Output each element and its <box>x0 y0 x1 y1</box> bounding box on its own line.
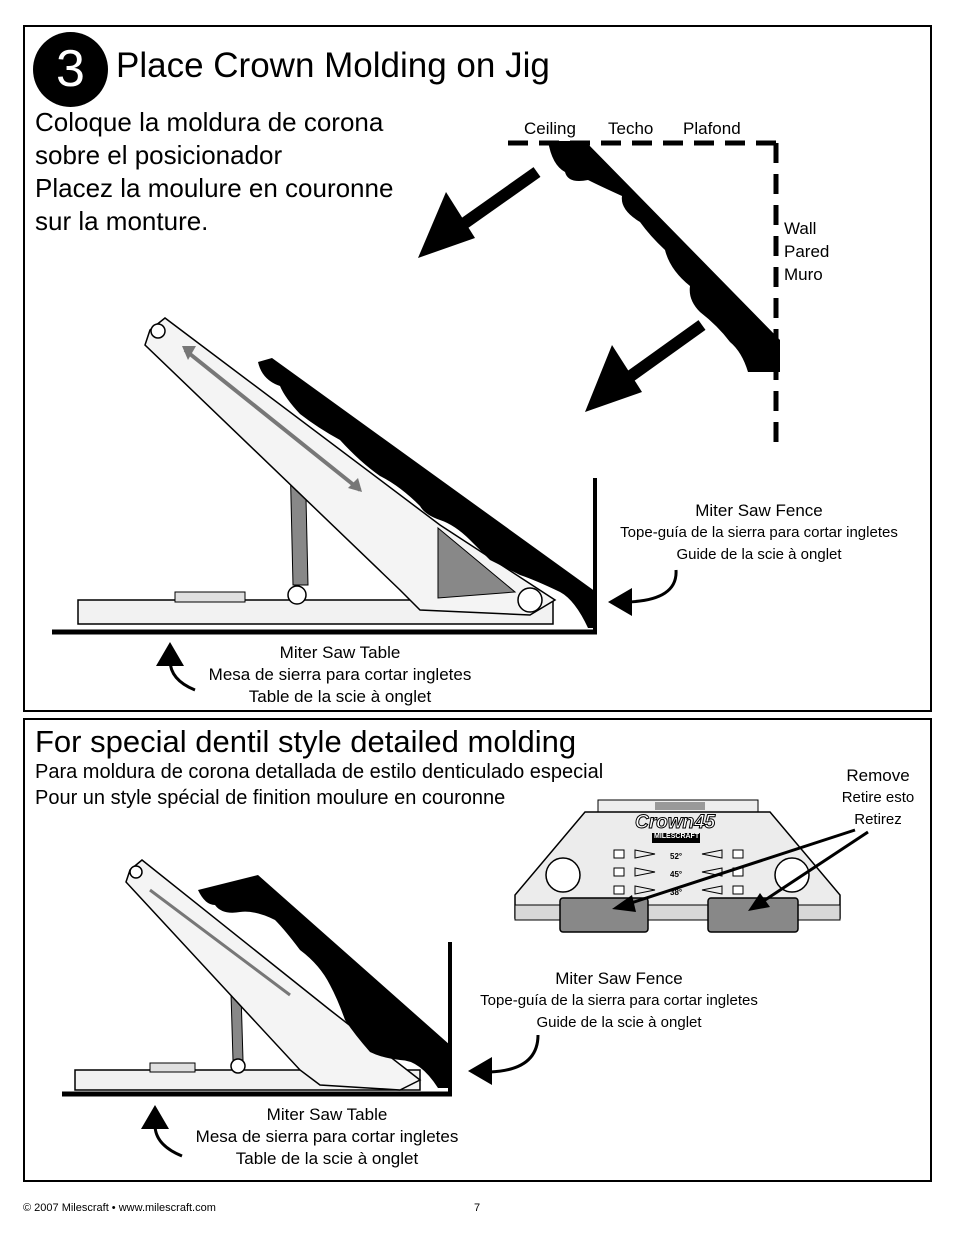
ceiling-label-fr: Plafond <box>683 119 741 138</box>
placement-arrow-icon <box>418 167 541 258</box>
jig-angle-markings: 52° 45° 38° <box>670 848 682 902</box>
wall-label-en: Wall <box>784 219 817 238</box>
remove-label-fr: Retirez <box>854 811 902 828</box>
crown-molding-profile <box>548 141 780 372</box>
table-label-es: Mesa de sierra para cortar ingletes <box>208 665 472 684</box>
subtitle-line: Para moldura de corona detallada de esti… <box>35 761 604 783</box>
jig-maker-logo: MILESCRAFT <box>654 833 700 840</box>
wall-labels: Wall Pared Muro <box>784 217 829 286</box>
fence-label-fr: Guide de la scie à onglet <box>536 1014 702 1031</box>
wall-label-es: Pared <box>784 242 830 261</box>
jig-angle: 38° <box>670 888 683 897</box>
fence-label-en: Miter Saw Fence <box>555 969 683 988</box>
table-label-fr: Table de la scie à onglet <box>248 687 432 706</box>
curved-arrow-icon <box>468 1034 540 1085</box>
curved-arrow-icon <box>608 569 678 616</box>
fence-label-group: Miter Saw Fence Tope-guía de la sierra p… <box>458 968 780 1034</box>
fence-label-en: Miter Saw Fence <box>695 501 823 520</box>
remove-label-en: Remove <box>846 766 910 785</box>
table-label-fr: Table de la scie à onglet <box>235 1149 419 1168</box>
table-label-group: Miter Saw Table Mesa de sierra para cort… <box>177 1104 477 1170</box>
subtitle-line: Pour un style spécial de finition moulur… <box>35 787 506 809</box>
subtitle-line: sobre el posicionador <box>35 140 283 170</box>
placement-arrow-icon <box>585 320 706 412</box>
fence-label-es: Tope-guía de la sierra para cortar ingle… <box>620 524 898 541</box>
step-title: Place Crown Molding on Jig <box>116 46 550 85</box>
jig-side-view <box>77 317 557 625</box>
fence-label-es: Tope-guía de la sierra para cortar ingle… <box>480 992 758 1009</box>
footer-copyright: © 2007 Milescraft • www.milescraft.com <box>23 1202 216 1214</box>
remove-label-es: Retire esto <box>841 789 915 806</box>
section-subtitle: Para moldura de corona detallada de esti… <box>35 759 603 811</box>
dentil-molding-on-jig <box>198 875 450 1088</box>
wall-label-fr: Muro <box>784 265 823 284</box>
step-number-badge: 3 <box>33 32 108 107</box>
remove-arrow-icon <box>748 830 869 911</box>
curved-arrow-icon <box>141 1105 183 1158</box>
table-label-en: Miter Saw Table <box>266 1105 388 1124</box>
jig-angle: 52° <box>670 852 683 861</box>
table-label-es: Mesa de sierra para cortar ingletes <box>195 1127 459 1146</box>
ceiling-label-es: Techo <box>608 119 654 138</box>
table-label-group: Miter Saw Table Mesa de sierra para cort… <box>190 642 490 708</box>
crown45-jig-top-view <box>514 799 841 933</box>
crown-molding-on-jig <box>258 358 596 628</box>
remove-arrow-icon <box>612 828 856 912</box>
step-subtitle: Coloque la moldura de corona sobre el po… <box>35 106 393 238</box>
section-title: For special dentil style detailed moldin… <box>35 724 577 759</box>
jig-angle: 45° <box>670 870 683 879</box>
ceiling-label-en: Ceiling <box>524 119 576 138</box>
curved-arrow-icon <box>156 642 196 692</box>
fence-label-group: Miter Saw Fence Tope-guía de la sierra p… <box>598 500 920 566</box>
subtitle-line: Coloque la moldura de corona <box>35 107 384 137</box>
table-label-en: Miter Saw Table <box>279 643 401 662</box>
step-3-panel <box>23 25 932 712</box>
jig-brand-logo: Crown45 <box>634 812 716 834</box>
jig-side-view <box>74 859 422 1091</box>
remove-label-group: Remove Retire esto Retirez <box>828 765 928 831</box>
subtitle-line: Placez la moulure en couronne <box>35 173 394 203</box>
subtitle-line: sur la monture. <box>35 206 209 236</box>
fence-label-fr: Guide de la scie à onglet <box>676 546 842 563</box>
page-number: 7 <box>474 1202 481 1214</box>
dentil-molding-panel <box>23 718 932 1182</box>
